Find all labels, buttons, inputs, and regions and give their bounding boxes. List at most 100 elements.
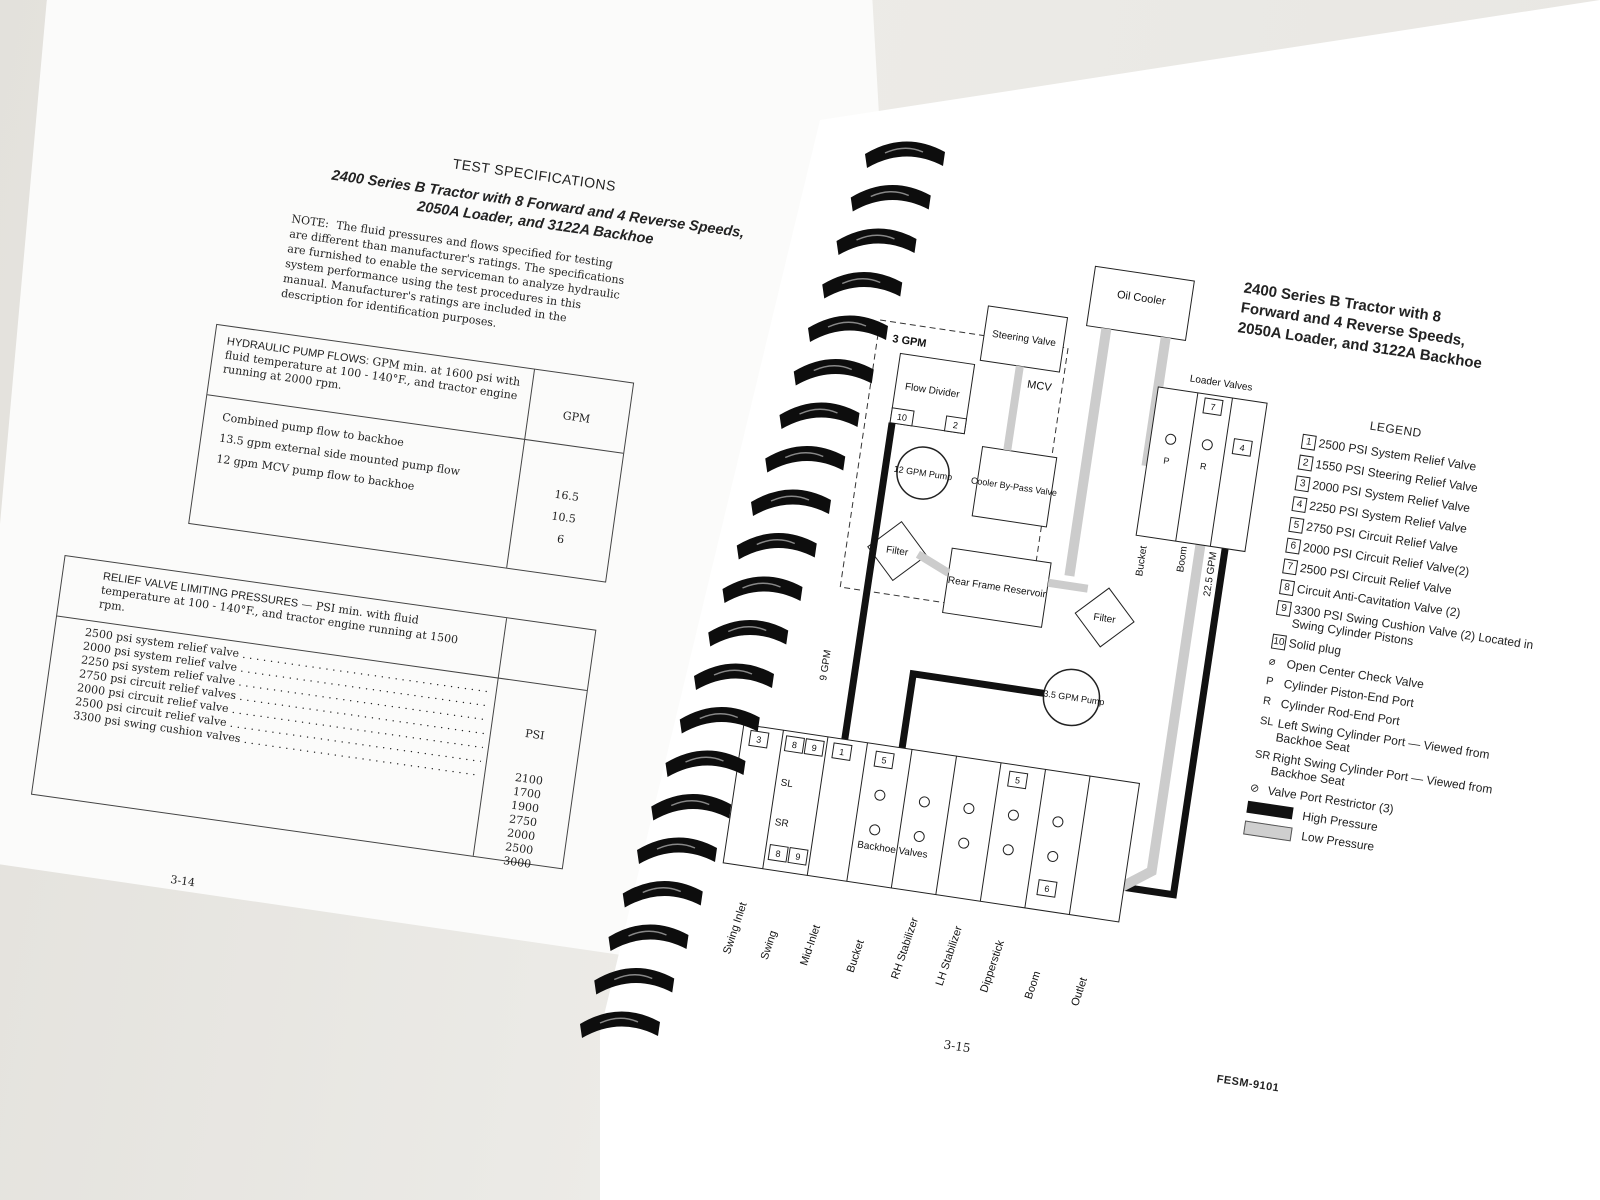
relief-key-box xyxy=(748,729,770,749)
relief-key-box xyxy=(889,407,915,427)
key-8-top: 8 xyxy=(791,740,797,751)
relief-key-box xyxy=(873,750,895,770)
backhoe-label-rh-stabilizer: RH Stabilizer xyxy=(889,916,921,981)
low-pressure-line xyxy=(915,550,951,577)
backhoe-label-boom: Boom xyxy=(1023,970,1044,1001)
legend-key: 2 xyxy=(1297,454,1314,472)
legend-text: Solid plug xyxy=(1287,636,1343,658)
port-p: P xyxy=(1163,456,1170,467)
port-circle xyxy=(918,796,930,808)
backhoe-label-mid-inlet: Mid-Inlet xyxy=(798,923,823,967)
valve-divider xyxy=(806,736,829,876)
port-circle xyxy=(963,803,975,815)
valve-divider xyxy=(846,742,868,882)
high-pressure-line xyxy=(840,422,896,745)
pump-12-circle xyxy=(896,446,950,500)
relief-key-box xyxy=(1202,397,1224,417)
legend-key: 7 xyxy=(1282,558,1299,576)
filter-1-label: Filter xyxy=(885,545,909,559)
valve-divider xyxy=(1175,392,1199,542)
valve-divider xyxy=(1024,769,1047,908)
low-pressure-line xyxy=(1003,365,1024,451)
high-pressure-line xyxy=(898,669,1045,749)
right-page-content: 2400 Series B Tractor with 8 Forward and… xyxy=(687,215,1600,1200)
key-4: 4 xyxy=(1239,443,1245,454)
restrictor-icon: ⊘ xyxy=(1249,781,1261,796)
legend-key: 8 xyxy=(1279,579,1296,597)
relief-key-box xyxy=(767,844,789,863)
key-8-bottom: 8 xyxy=(775,849,781,860)
document-code: FESM-9101 xyxy=(1215,1073,1281,1095)
backhoe-label-bucket: Bucket xyxy=(845,938,867,974)
key-6: 6 xyxy=(1044,884,1050,895)
loader-boom-label: Boom xyxy=(1175,546,1190,573)
backhoe-valve-bank xyxy=(722,723,1141,923)
loader-valve-bank xyxy=(1135,386,1268,553)
relief-key-box xyxy=(943,415,968,435)
low-pressure-line xyxy=(1064,327,1112,577)
key-2: 2 xyxy=(952,420,958,431)
reservoir-box xyxy=(942,547,1052,628)
swing-left-port: SL xyxy=(780,777,794,790)
swing-right-port: SR xyxy=(774,817,789,830)
valve-divider xyxy=(762,730,784,869)
legend-symbol: SL xyxy=(1259,714,1275,729)
oil-cooler-box xyxy=(1086,265,1195,341)
relief-key-box xyxy=(831,742,853,761)
high-pressure-swatch xyxy=(1246,800,1294,820)
key-5a: 5 xyxy=(881,755,887,766)
filter-2-box xyxy=(1074,587,1135,648)
gpm-9-label: 9 GPM xyxy=(818,649,833,681)
filter-2-label: Filter xyxy=(1093,612,1117,626)
legend-key: 4 xyxy=(1291,496,1308,514)
legend-title: LEGEND xyxy=(1368,418,1423,441)
port-circle xyxy=(1201,439,1213,451)
hydraulic-diagram: Oil Cooler Steering Valve 3 GPM MCV Flow… xyxy=(721,265,1268,1008)
legend-key: 9 xyxy=(1275,599,1292,617)
filter-1-box xyxy=(867,521,928,582)
port-circle xyxy=(869,824,881,836)
port-circle xyxy=(874,789,886,801)
key-9-top: 9 xyxy=(811,743,817,754)
port-circle xyxy=(1002,844,1014,856)
legend-key: 10 xyxy=(1270,633,1287,651)
valve-divider xyxy=(1068,776,1091,915)
relief-key-box xyxy=(1036,879,1058,898)
valve-divider xyxy=(935,756,958,895)
backhoe-label-swing: Swing xyxy=(759,929,780,961)
port-circle xyxy=(1047,850,1059,862)
valve-divider xyxy=(1209,397,1233,547)
legend-key: 6 xyxy=(1285,537,1302,555)
key-7: 7 xyxy=(1210,402,1216,413)
key-3: 3 xyxy=(756,734,762,745)
valve-divider xyxy=(979,762,1002,902)
backhoe-label-dipperstick: Dipperstick xyxy=(978,938,1007,994)
gpm-3-label: 3 GPM xyxy=(892,333,928,350)
legend-symbol: R xyxy=(1262,694,1272,708)
relief-key-box xyxy=(1231,438,1253,457)
key-10: 10 xyxy=(896,412,907,423)
backhoe-label-outlet: Outlet xyxy=(1069,976,1090,1008)
port-r: R xyxy=(1199,461,1207,472)
port-circle xyxy=(1052,816,1064,828)
legend-key: 5 xyxy=(1288,516,1305,534)
low-pressure-line xyxy=(1047,578,1089,593)
relief-key-box xyxy=(1007,770,1029,790)
key-5b: 5 xyxy=(1014,775,1020,786)
relief-key-box xyxy=(783,735,806,754)
key-1: 1 xyxy=(839,747,845,758)
port-circle xyxy=(1007,809,1019,821)
key-9-bottom: 9 xyxy=(795,851,801,862)
port-circle xyxy=(1165,433,1177,445)
relief-key-box xyxy=(787,846,809,866)
cooler-bypass-box xyxy=(971,446,1058,528)
port-circle xyxy=(913,830,925,842)
legend-text: Low Pressure xyxy=(1300,829,1376,854)
legend-key: 3 xyxy=(1294,475,1311,493)
low-pressure-swatch xyxy=(1243,820,1293,842)
right-page-number: 3-15 xyxy=(942,1037,972,1056)
legend-symbol: P xyxy=(1265,675,1275,689)
relief-key-box xyxy=(803,738,825,757)
